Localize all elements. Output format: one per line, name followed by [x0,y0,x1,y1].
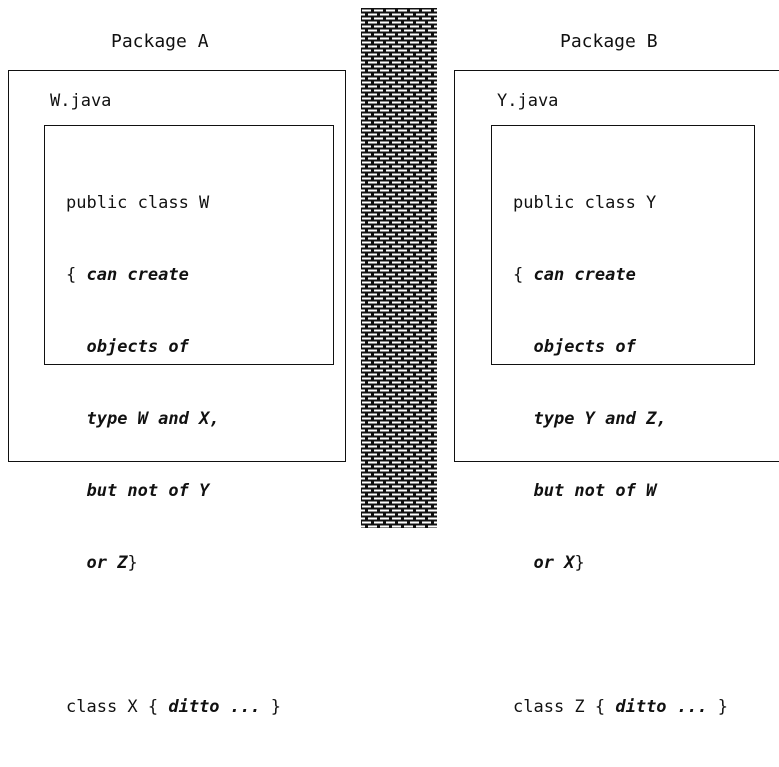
open-brace: { [66,265,87,285]
second-class-body: ditto ... [615,697,708,717]
body-text: but not of W [533,481,657,501]
body-line: objects of [66,335,281,359]
second-class-line: class X { ditto ... } [66,695,281,719]
body-text: or X [533,553,575,573]
body-line: or Z} [66,551,281,575]
body-line: objects of [513,335,728,359]
body-line: type Y and Z, [513,407,728,431]
body-line: but not of Y [66,479,281,503]
second-class-close: } [707,697,728,717]
second-class-prefix: class Z { [513,697,616,717]
package-a-class-box: public class W { can create objects of t… [44,125,334,717]
body-line: { can create [513,263,728,287]
body-line: or X} [513,551,728,575]
body-text: can create [533,265,636,285]
body-text: objects of [86,337,189,357]
brick-wall-separator [361,8,437,528]
blank-line [513,623,728,647]
body-text: can create [86,265,189,285]
package-a-box [8,70,346,462]
second-class-close: } [260,697,281,717]
second-class-prefix: class X { [66,697,169,717]
body-text: type Y and Z, [533,409,667,429]
package-a-code: public class W { can create objects of t… [66,143,281,767]
package-b-title: Package B [560,31,658,52]
package-b-file-label: Y.java [497,91,559,111]
body-line: but not of W [513,479,728,503]
package-a-title: Package A [111,31,209,52]
body-text: but not of Y [86,481,210,501]
open-brace: { [513,265,534,285]
second-class-line: class Z { ditto ... } [513,695,728,719]
close-brace: } [574,553,585,573]
class-declaration: public class W [66,193,210,213]
class-declaration: public class Y [513,193,657,213]
body-text: or Z [86,553,128,573]
body-text: objects of [533,337,636,357]
package-b-class-box: public class Y { can create objects of t… [491,125,755,717]
close-brace: } [127,553,138,573]
body-text: type W and X, [86,409,220,429]
package-b-code: public class Y { can create objects of t… [513,143,728,767]
package-a-file-label: W.java [50,91,112,111]
package-b-box [454,70,779,462]
blank-line [66,623,281,647]
body-line: { can create [66,263,281,287]
second-class-body: ditto ... [168,697,261,717]
body-line: type W and X, [66,407,281,431]
